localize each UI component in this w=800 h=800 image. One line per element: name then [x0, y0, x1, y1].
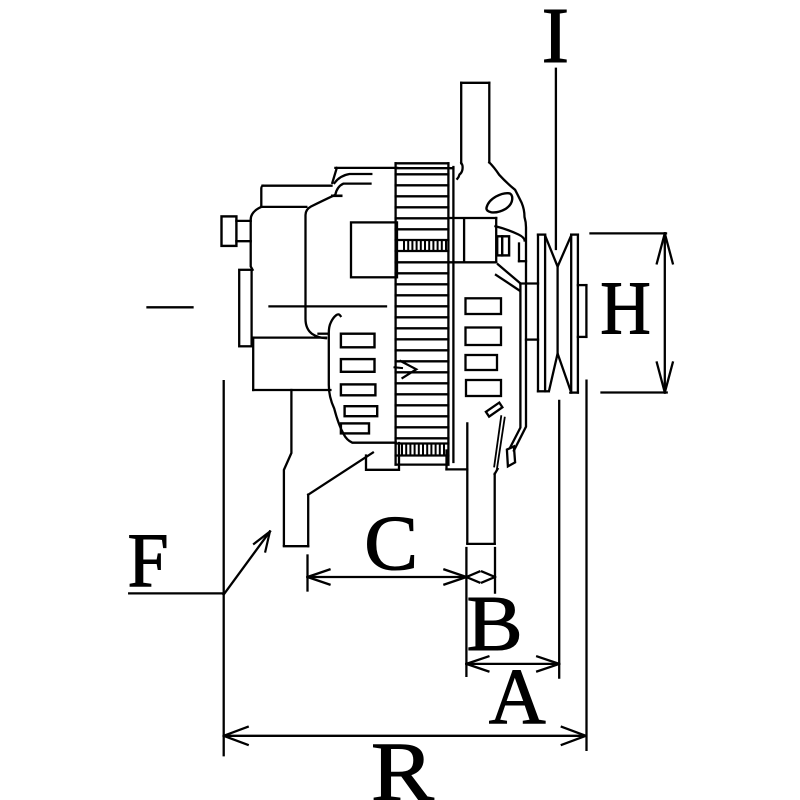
svg-text:H: H — [600, 266, 651, 350]
svg-text:C: C — [364, 500, 418, 587]
svg-text:R: R — [371, 726, 434, 800]
svg-text:A: A — [489, 653, 546, 741]
svg-text:F: F — [128, 518, 169, 603]
svg-text:B: B — [466, 579, 522, 667]
svg-text:I: I — [542, 0, 569, 80]
